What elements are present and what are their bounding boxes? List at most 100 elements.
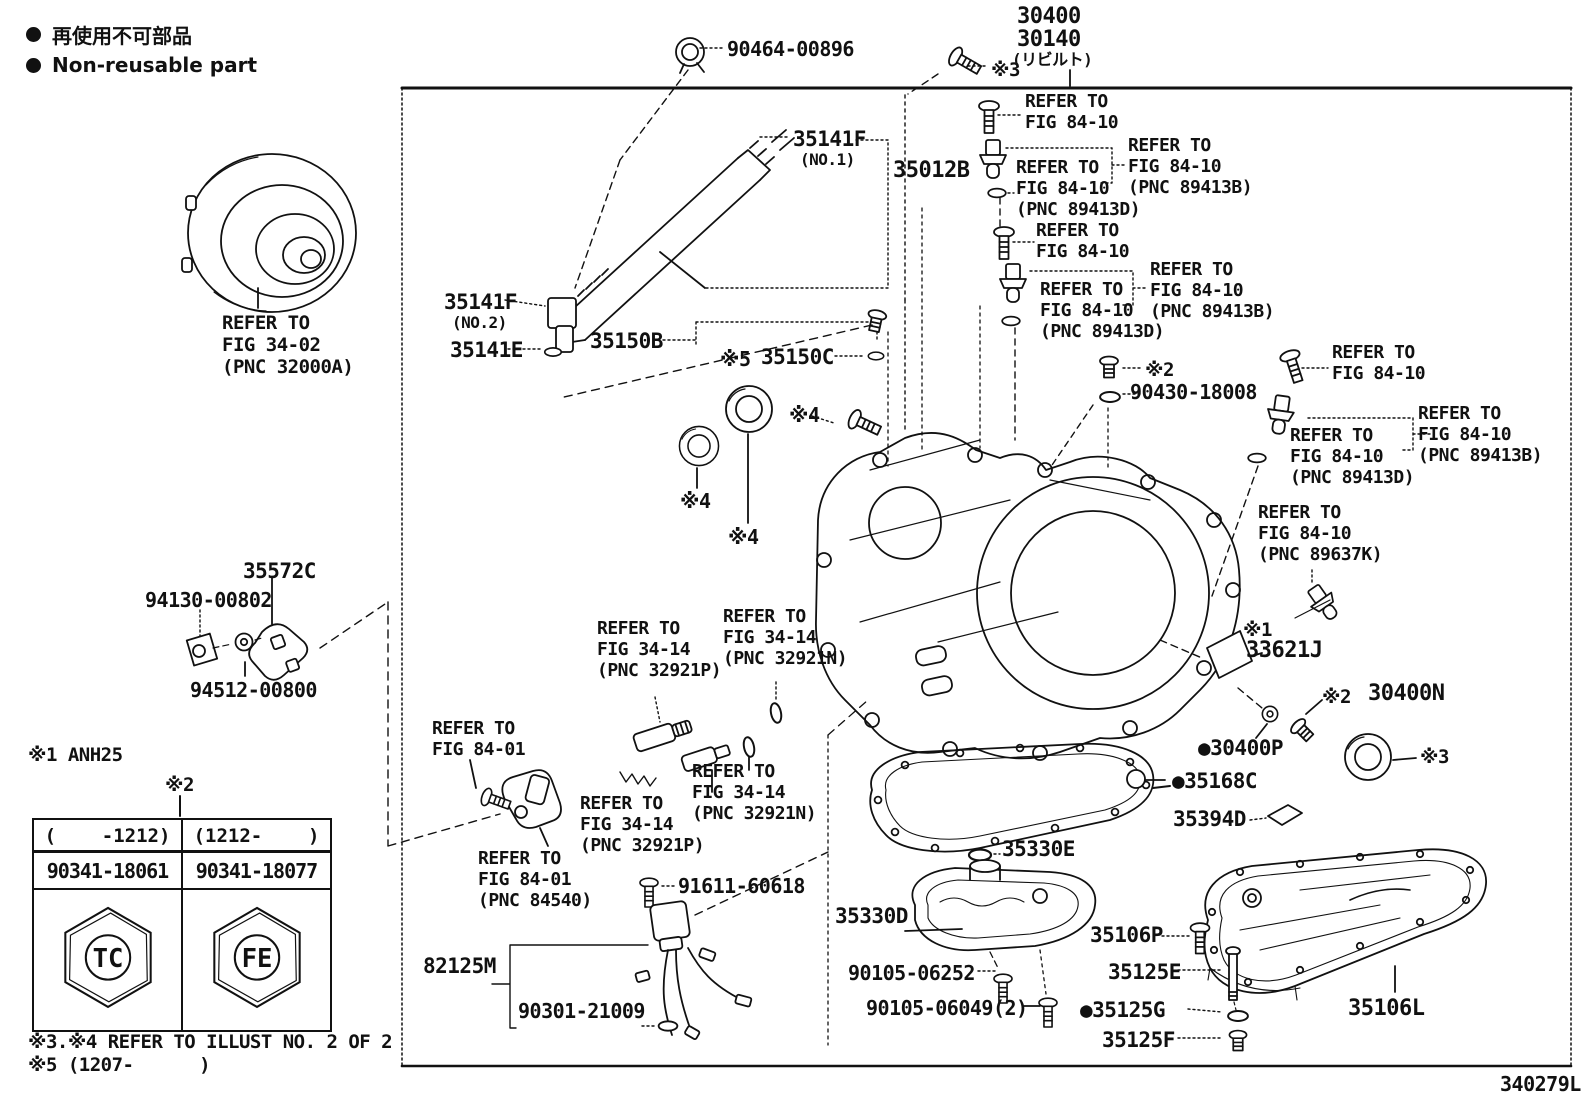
seal-callouts xyxy=(678,385,885,524)
label-90105-06049[interactable]: 90105-06049(2) xyxy=(866,996,1028,1020)
oil-strainer-drawing xyxy=(904,848,1097,1028)
label-35106L[interactable]: 35106L xyxy=(1348,996,1425,1021)
label-91611-60618[interactable]: 91611-60618 xyxy=(678,874,805,898)
speed-sensor-drawing xyxy=(1294,569,1345,626)
table-header-before: ( -1212) xyxy=(34,820,183,850)
label-35168C[interactable]: ●35168C xyxy=(1172,769,1258,793)
refer-3414-n-top: REFER TO FIG 34-14 (PNC 32921N) xyxy=(723,606,848,669)
torque-converter-drawing xyxy=(181,153,357,313)
note-2: ※2 xyxy=(165,774,194,796)
label-94130-00802[interactable]: 94130-00802 xyxy=(145,588,272,612)
figure-number: 340279L xyxy=(1500,1072,1581,1096)
refer-b-sensor: REFER TO FIG 84-10 (PNC 89413D) xyxy=(1040,279,1165,342)
label-90105-06252[interactable]: 90105-06252 xyxy=(848,961,975,985)
label-30400N[interactable]: 30400N xyxy=(1368,681,1445,706)
refer-speed-sensor: REFER TO FIG 84-10 (PNC 89637K) xyxy=(1258,502,1383,565)
label-30400P[interactable]: ●30400P xyxy=(1198,736,1284,760)
label-35125E[interactable]: 35125E xyxy=(1108,960,1181,984)
manual-lever-drawing xyxy=(469,759,562,847)
label-ref1-plate: ※1 xyxy=(1243,619,1272,641)
refer-3414-p-top: REFER TO FIG 34-14 (PNC 32921P) xyxy=(597,618,722,681)
label-35394D[interactable]: 35394D xyxy=(1173,807,1246,831)
pan-gasket-drawing xyxy=(869,742,1171,853)
label-35330D[interactable]: 35330D xyxy=(835,904,908,928)
label-94512-00800[interactable]: 94512-00800 xyxy=(190,678,317,702)
note-1: ※1 ANH25 xyxy=(28,744,123,766)
label-35141F-no2-sub: (NO.2) xyxy=(452,313,507,332)
refer-a-bolt: REFER TO FIG 84-10 xyxy=(1025,91,1119,133)
overdrain-plug-callout xyxy=(1049,355,1141,469)
label-35125F[interactable]: 35125F xyxy=(1102,1028,1175,1052)
label-35012B[interactable]: 35012B xyxy=(893,158,970,183)
label-30140[interactable]: 30140 xyxy=(1017,27,1081,52)
wire-harness-drawing xyxy=(491,699,869,1046)
refer-a-sensor: REFER TO FIG 84-10 (PNC 89413D) xyxy=(1016,157,1141,220)
label-90464-00896[interactable]: 90464-00896 xyxy=(727,37,854,61)
label-ref5-mid: ※5 xyxy=(720,347,751,371)
part-substitution-table: ( -1212) (1212- ) 90341-18061 90341-1807… xyxy=(32,818,332,1032)
legend-text-jp: 再使用不可部品 xyxy=(52,24,192,48)
refer-8401: REFER TO FIG 84-01 xyxy=(432,718,526,760)
refer-3414-p-bot: REFER TO FIG 34-14 (PNC 32921P) xyxy=(580,793,705,856)
label-ref3-seal: ※3 xyxy=(1420,746,1449,768)
sensor-cluster-c xyxy=(1211,347,1431,597)
legend-row-jp: 再使用不可部品 xyxy=(26,20,257,49)
label-35141F-no1-sub: (NO.1) xyxy=(800,150,855,169)
refer-b-bolt: REFER TO FIG 84-10 xyxy=(1036,220,1130,262)
hex-mark-tc: TC xyxy=(92,944,123,974)
label-35572C[interactable]: 35572C xyxy=(243,559,316,583)
refer-3414-n-bot: REFER TO FIG 34-14 (PNC 32921N) xyxy=(692,761,817,824)
label-90301-21009[interactable]: 90301-21009 xyxy=(518,999,645,1023)
table-part-after[interactable]: 90341-18077 xyxy=(195,859,318,883)
sensor-cluster-a xyxy=(978,100,1127,263)
refer-converter: REFER TO FIG 34-02 (PNC 32000A) xyxy=(222,312,354,379)
refer-b-right: REFER TO FIG 84-10 (PNC 89413B) xyxy=(1150,259,1275,322)
label-rebuilt: (リビルト) xyxy=(1012,50,1093,69)
label-35106P[interactable]: 35106P xyxy=(1090,923,1163,947)
hex-nut-fe-drawing: FE xyxy=(183,890,330,1030)
oil-pan-drawing xyxy=(1161,848,1487,1052)
table-header-after: (1212- ) xyxy=(193,825,320,847)
speedometer-sleeve-callout xyxy=(559,307,889,399)
label-ref3-top: ※3 xyxy=(991,59,1020,81)
label-ref4-bolt: ※4 xyxy=(789,403,820,427)
label-82125M[interactable]: 82125M xyxy=(423,954,496,978)
note-34: ※3.※4 REFER TO ILLUST NO. 2 OF 2 xyxy=(28,1031,393,1053)
refer-8401-pnc: REFER TO FIG 84-01 (PNC 84540) xyxy=(478,848,592,911)
oil-cooler-tube-drawing xyxy=(504,129,889,357)
label-ref4-seal-b: ※4 xyxy=(728,525,759,549)
hose-clamp-drawing xyxy=(574,37,725,289)
label-30400[interactable]: 30400 xyxy=(1017,4,1081,29)
label-ref4-seal-a: ※4 xyxy=(680,489,711,513)
diagram-border xyxy=(400,86,1573,1068)
label-35150C[interactable]: 35150C xyxy=(761,345,834,369)
shift-lever-drawing xyxy=(185,577,501,847)
refer-c-right: REFER TO FIG 84-10 (PNC 89413B) xyxy=(1418,403,1543,466)
label-35141F-no2[interactable]: 35141F xyxy=(444,290,517,314)
transaxle-case-drawing xyxy=(815,207,1263,761)
label-35150B[interactable]: 35150B xyxy=(590,329,663,353)
hex-mark-fe: FE xyxy=(241,944,272,974)
non-reusable-bullet-icon xyxy=(26,57,41,73)
legend-text-en: Non-reusable part xyxy=(52,53,258,77)
refer-c-sensor: REFER TO FIG 84-10 (PNC 89413D) xyxy=(1290,425,1415,488)
non-reusable-bullet-icon xyxy=(26,27,41,42)
table-part-before[interactable]: 90341-18061 xyxy=(34,853,183,888)
label-35141F-no1[interactable]: 35141F xyxy=(793,127,866,151)
refer-a-right: REFER TO FIG 84-10 (PNC 89413B) xyxy=(1128,135,1253,198)
label-35141E[interactable]: 35141E xyxy=(450,338,523,362)
refer-c-bolt: REFER TO FIG 84-10 xyxy=(1332,342,1426,384)
label-ref2-plug: ※2 xyxy=(1145,359,1174,381)
label-35125G[interactable]: ●35125G xyxy=(1080,998,1166,1022)
sensor-cluster-b xyxy=(993,226,1148,441)
label-35330E[interactable]: 35330E xyxy=(1002,837,1075,861)
label-33621J[interactable]: 33621J xyxy=(1246,638,1323,663)
label-90430-18008[interactable]: 90430-18008 xyxy=(1130,380,1257,404)
plate-and-plugs xyxy=(1126,630,1417,826)
hex-nut-tc-drawing: TC xyxy=(34,890,183,1030)
note-5: ※5 (1207- ) xyxy=(28,1054,211,1076)
check-valve-drawing xyxy=(619,681,784,793)
assembly-callout xyxy=(904,44,1071,431)
